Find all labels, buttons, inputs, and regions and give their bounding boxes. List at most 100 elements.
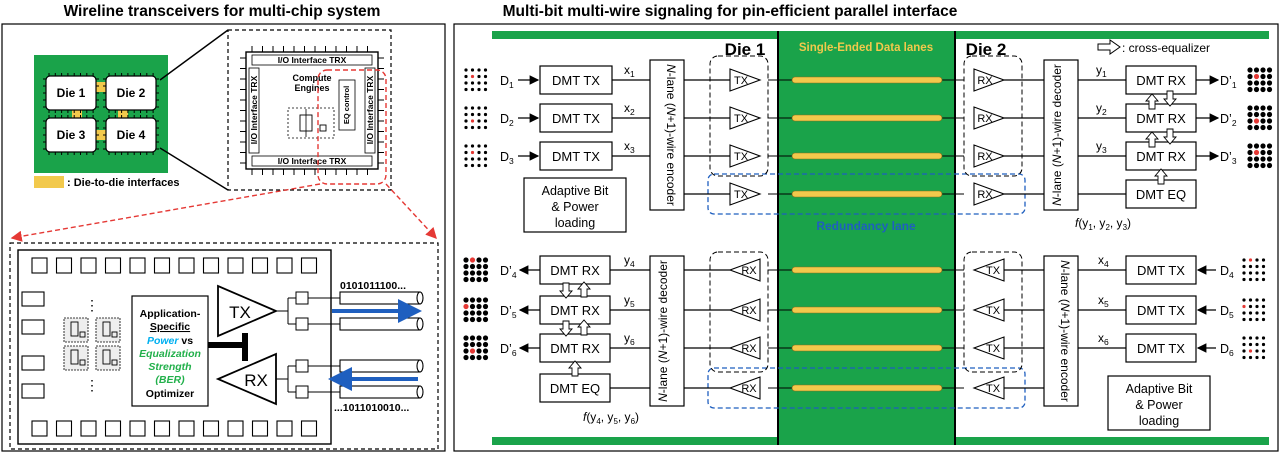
- constellation-dot: [469, 257, 476, 263]
- input-constellation-4: [1242, 258, 1266, 282]
- dmt-tx-bottom-3-label: DMT TX: [1137, 341, 1185, 356]
- constellation-dot: [463, 297, 469, 303]
- x-label-1: x1: [624, 63, 635, 79]
- input-label-3: D3: [500, 150, 514, 166]
- input-label-5: D5: [1220, 304, 1234, 320]
- output-constellation-5: [463, 297, 489, 323]
- input-label-2: D2: [500, 112, 514, 128]
- tx-top-2-label: TX: [734, 113, 749, 125]
- constellation-dot: [469, 354, 476, 361]
- constellation-dot: [1253, 67, 1260, 73]
- constellation-dot: [1260, 149, 1266, 156]
- optimizer-line-6: (BER): [155, 374, 185, 386]
- input-label-4: D4: [1220, 264, 1234, 280]
- tx-top-redundant-triangle: [729, 182, 762, 206]
- cross-eq: [559, 282, 573, 299]
- constellation-dot: [1247, 73, 1253, 80]
- lane: [791, 190, 943, 198]
- constellation-dot: [1247, 149, 1253, 156]
- dots-top: ⋮: [85, 297, 99, 313]
- constellation-dot: [1266, 86, 1273, 93]
- constellation-dot: [1255, 336, 1259, 340]
- die-4-label: Die 4: [117, 128, 146, 142]
- constellation-dot: [476, 270, 482, 276]
- constellation-dot: [1242, 277, 1246, 282]
- constellation-dot: [1266, 162, 1273, 169]
- input-constellation-3: [464, 144, 488, 168]
- pad: [80, 420, 97, 437]
- input-constellation-5: [1242, 298, 1266, 322]
- trx-cell-block: [70, 349, 79, 365]
- constellation-dot: [1253, 124, 1260, 131]
- constellation-dot: [1255, 349, 1259, 353]
- constellation-dot: [1253, 80, 1260, 86]
- constellation-dot: [482, 354, 489, 361]
- constellation-dot: [1242, 342, 1246, 347]
- encoder-label-bottom: N-lane (N+1)-wire encoder: [1058, 260, 1072, 402]
- x-label-6: x6: [1098, 331, 1109, 347]
- constellation-dot: [1261, 311, 1266, 315]
- constellation-dot: [1253, 111, 1260, 118]
- input-label-6: D6: [1220, 342, 1234, 358]
- constellation-dot: [1261, 271, 1266, 275]
- trx-cell-block: [111, 359, 118, 366]
- left-panel-title: Wireline transceivers for multi-chip sys…: [64, 3, 381, 20]
- constellation-dot: [483, 119, 488, 123]
- constellation-dot: [476, 335, 482, 341]
- dmt-tx-top-1-label: DMT TX: [552, 73, 600, 88]
- lane: [791, 306, 943, 314]
- dmt-tx-top-2-label: DMT TX: [552, 111, 600, 126]
- constellation-dot: [1255, 258, 1259, 262]
- x-label-3: x3: [624, 139, 635, 155]
- constellation-dot: [1247, 86, 1253, 93]
- constellation-dot: [464, 68, 468, 72]
- constellation-dot: [1261, 277, 1266, 282]
- constellation-dot: [1253, 73, 1260, 80]
- dmt-rx-top-2-label: DMT RX: [1136, 111, 1186, 126]
- output-label-2: D’2: [1220, 112, 1237, 128]
- constellation-dot: [1242, 258, 1246, 262]
- input-constellation-2: [464, 106, 488, 130]
- constellation-dot: [464, 112, 468, 117]
- output-constellation-2: [1247, 105, 1273, 131]
- output-label-1: D’1: [1220, 74, 1237, 90]
- constellation-dot: [477, 106, 481, 110]
- pad: [202, 257, 220, 274]
- output-label-6: D’6: [500, 342, 517, 358]
- cross-eq-legend-label: : cross-equalizer: [1122, 41, 1210, 55]
- constellation-dot: [1242, 349, 1246, 353]
- decoder-box-bottom: [649, 255, 685, 407]
- optimizer-line-2: Specific: [150, 321, 190, 333]
- constellation-dot: [476, 263, 482, 270]
- constellation-dot: [483, 112, 488, 117]
- rx-label: RX: [244, 371, 268, 390]
- rx-bottom-3-label: RX: [741, 343, 757, 355]
- rx-bottom-redundant-label: RX: [741, 383, 757, 395]
- constellation-dot: [470, 74, 475, 79]
- dmt-eq-bottom: [539, 373, 611, 403]
- constellation-dot: [483, 74, 488, 79]
- encoder-box-top: [649, 59, 685, 211]
- constellation-dot: [1266, 111, 1273, 118]
- pad: [129, 257, 146, 274]
- constellation-dot: [463, 354, 469, 361]
- optimizer-power: Power: [147, 335, 179, 347]
- constellation-dot: [1253, 162, 1260, 169]
- left-panel-frame: [1, 23, 446, 452]
- pad: [251, 420, 269, 437]
- io-label-bottom: I/O Interface TRX: [278, 156, 347, 166]
- compute-label-1: Compute: [293, 73, 332, 83]
- constellation-dot: [1248, 349, 1253, 353]
- trx-cell-block: [102, 321, 111, 337]
- rx-top-redundant-triangle: [973, 182, 1006, 206]
- rx-bottom-2-triangle: [728, 298, 761, 322]
- lane: [791, 76, 943, 84]
- constellation-dot: [482, 310, 489, 316]
- adaptive-top-1: Adaptive Bit: [542, 184, 609, 198]
- constellation-dot: [1247, 67, 1253, 73]
- constellation-dot: [483, 125, 488, 130]
- pad: [227, 420, 244, 437]
- decoder-box-top: [1043, 59, 1079, 211]
- constellation-dot: [463, 316, 469, 323]
- y-label-3: y3: [1096, 139, 1107, 155]
